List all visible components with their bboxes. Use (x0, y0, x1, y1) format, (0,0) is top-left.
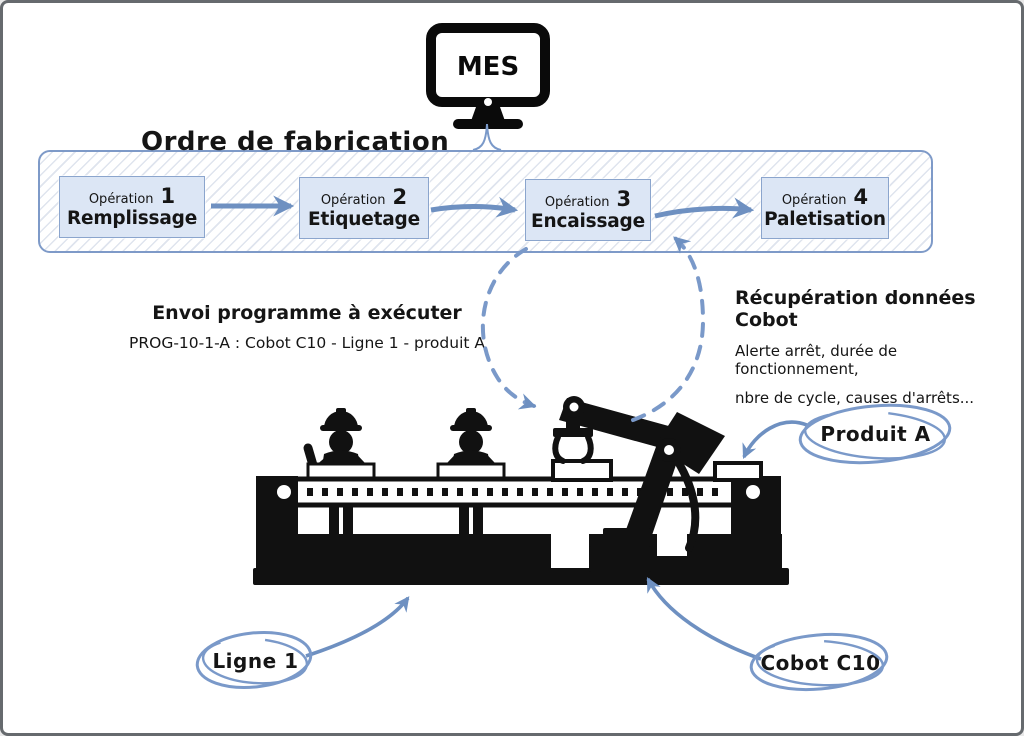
operation-3-name: Encaissage (531, 210, 645, 232)
operation-box-4: Opération 4 Paletisation (761, 177, 889, 239)
operation-1-name: Remplissage (66, 207, 198, 229)
send-program-note: Envoi programme à exécuter PROG-10-1-A :… (123, 302, 491, 352)
operation-2-number: 2 (392, 184, 408, 209)
ligne-1-label: Ligne 1 (212, 649, 299, 673)
operation-2-name: Etiquetage (308, 208, 420, 230)
production-line-illustration (253, 396, 789, 585)
operation-2-prefix: Opération (320, 192, 386, 208)
page-title: Ordre de fabrication (141, 127, 450, 157)
operation-4-number: 4 (853, 184, 869, 209)
operation-3-number: 3 (616, 186, 632, 211)
send-program-detail: PROG-10-1-A : Cobot C10 - Ligne 1 - prod… (129, 334, 485, 352)
operation-4-prefix: Opération (781, 192, 847, 208)
cobot-arm-icon (552, 396, 725, 572)
produit-a-label: Produit A (820, 422, 931, 446)
cobot-c10-label: Cobot C10 (760, 651, 881, 675)
operation-box-1: Opération 1 Remplissage (59, 176, 205, 238)
data-collection-note: Récupération données Cobot Alerte arrêt,… (735, 287, 1017, 407)
operation-box-3: Opération 3 Encaissage (525, 179, 651, 241)
send-program-title: Envoi programme à exécuter (152, 302, 462, 324)
product-box-left (551, 459, 613, 482)
operation-4-name: Paletisation (764, 208, 886, 230)
product-box-produit-a (713, 461, 763, 482)
mes-monitor-icon: MES (426, 23, 550, 129)
operation-1-number: 1 (160, 183, 176, 208)
ligne1-callout-arrow (305, 596, 410, 658)
operation-box-2: Opération 2 Etiquetage (299, 177, 429, 239)
operation-1-prefix: Opération (88, 191, 154, 207)
data-collection-title: Récupération données Cobot (735, 287, 976, 331)
data-collection-line2: nbre de cycle, causes d'arrêts... (735, 389, 975, 407)
data-collection-line1: Alerte arrêt, durée de fonctionnement, (735, 342, 898, 378)
mes-label: MES (457, 52, 519, 82)
operation-3-prefix: Opération (544, 194, 610, 210)
